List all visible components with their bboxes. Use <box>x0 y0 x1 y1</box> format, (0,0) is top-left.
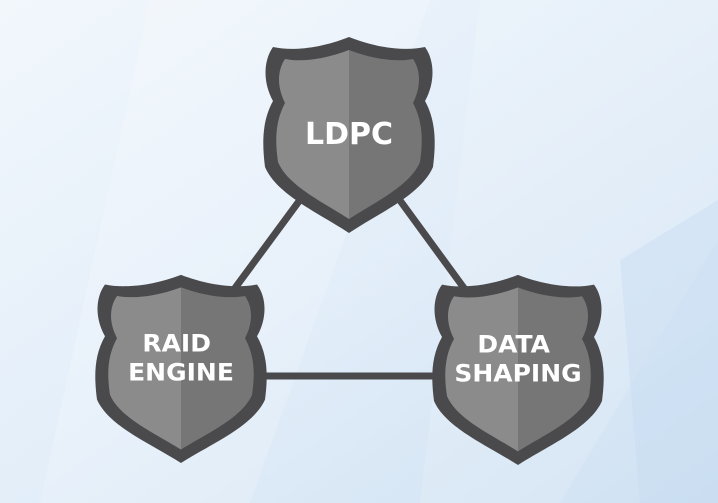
data-shaping-line-2: SHAPING <box>454 359 581 388</box>
shield-ldpc: LDPC <box>263 37 435 233</box>
shield-ldpc-label: LDPC <box>305 117 393 152</box>
shield-data-shaping-label: DATA SHAPING <box>454 330 581 388</box>
raid-engine-line-2: ENGINE <box>128 358 234 386</box>
data-shaping-line-1: DATA <box>477 330 550 359</box>
shield-data-shaping: DATA SHAPING <box>432 274 604 465</box>
shield-raid-engine-label: RAID ENGINE <box>128 329 234 386</box>
raid-engine-line-1: RAID <box>142 329 211 357</box>
shield-raid-engine: RAID ENGINE <box>95 274 267 463</box>
